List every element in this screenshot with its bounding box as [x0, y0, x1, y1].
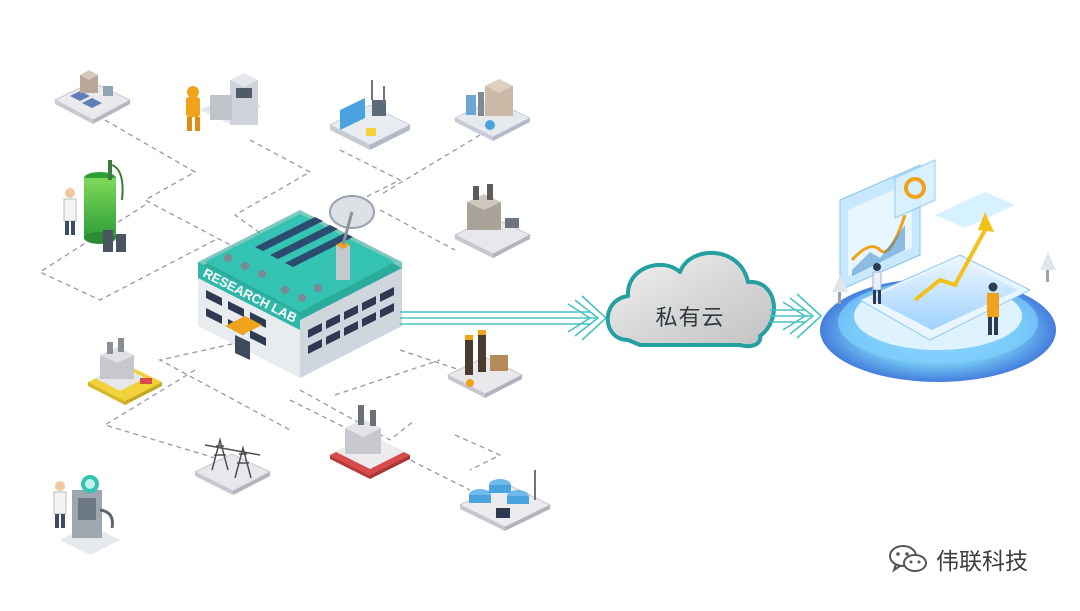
- private-cloud-shape: [605, 250, 776, 349]
- manufacturing-plant-icon: [453, 184, 532, 258]
- research-lab-building: [198, 195, 402, 378]
- chemical-plant-icon: [453, 79, 532, 141]
- watermark: 伟联科技: [888, 543, 1028, 575]
- robot-lab-icon: [53, 475, 120, 555]
- refinery-icon: [446, 330, 524, 398]
- warehouse-icon: [88, 338, 162, 405]
- flow-arrow-to-cloud: [400, 295, 608, 341]
- analytics-dashboard-illustration: [820, 159, 1056, 382]
- flow-arrow-to-analytics: [770, 293, 823, 339]
- solar-farm-icon: [53, 70, 132, 124]
- private-cloud-label: 私有云: [655, 306, 725, 331]
- factory-icon: [330, 405, 410, 479]
- battery-lab-icon: [63, 160, 126, 252]
- power-substation-icon: [193, 437, 272, 495]
- watermark-text: 伟联科技: [936, 549, 1028, 575]
- storage-tanks-icon: [458, 470, 552, 531]
- hazmat-worker-icon: [186, 73, 262, 131]
- water-plant-icon: [328, 80, 412, 150]
- wechat-icon: [889, 545, 927, 573]
